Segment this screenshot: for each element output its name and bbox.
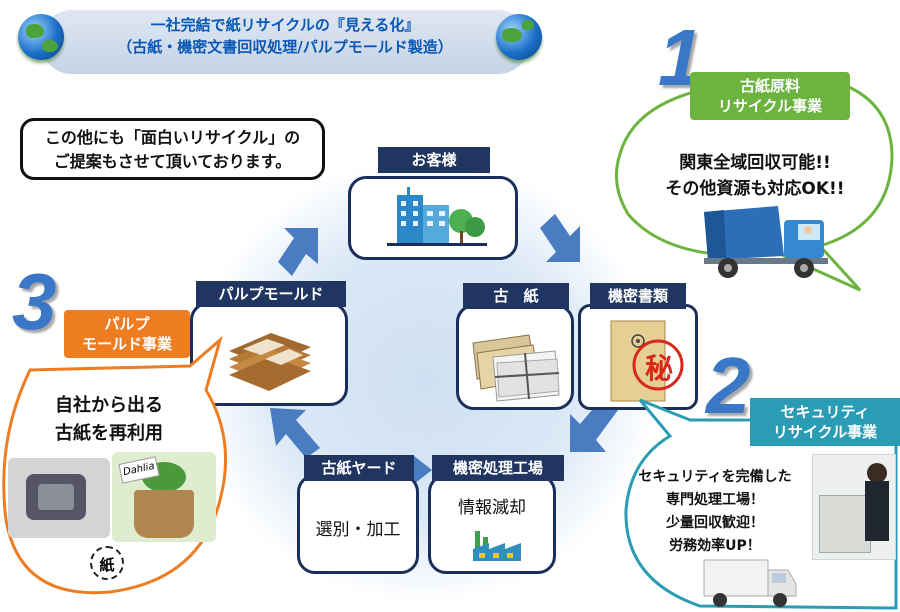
paper-node bbox=[456, 304, 574, 410]
business2-tag-line2: リサイクル事業 bbox=[772, 423, 878, 441]
pulp-packaging-photo bbox=[8, 458, 110, 538]
business3-tag: パルプ モールド事業 bbox=[64, 310, 190, 358]
arrow-confidential-to-plant bbox=[570, 396, 618, 452]
office-building-icon bbox=[387, 187, 487, 246]
business3-line1: 自社から出る bbox=[55, 395, 163, 416]
business2-number: 2 bbox=[706, 341, 751, 430]
business3-tag-line2: モールド事業 bbox=[81, 335, 172, 353]
business3-line2: 古紙を再利用 bbox=[55, 423, 163, 444]
business1-tag-line2: リサイクル事業 bbox=[717, 97, 823, 115]
confidential-label: 機密書類 bbox=[590, 283, 686, 309]
collection-truck-icon bbox=[704, 206, 828, 278]
secret-stamp-icon: 秘 bbox=[644, 352, 673, 385]
envelope-icon bbox=[610, 320, 684, 402]
business1-line2: その他資源も対応OK!! bbox=[665, 179, 845, 199]
paper-bundle-icon bbox=[472, 334, 560, 402]
banner-line-1: 一社完結で紙リサイクルの『見える化』 bbox=[150, 16, 420, 34]
business2-line1: セキュリティを完備した bbox=[638, 469, 792, 485]
yard-text: 選別・加工 bbox=[315, 520, 401, 540]
plant-label: 機密処理工場 bbox=[432, 455, 564, 481]
paper-label: 古 紙 bbox=[463, 283, 569, 309]
banner-line-2: （古紙・機密文書回収処理/パルプモールド製造） bbox=[117, 38, 453, 56]
business2-tag-line1: セキュリティ bbox=[780, 403, 870, 421]
confidential-node: 秘 bbox=[578, 304, 698, 410]
globe-right-icon bbox=[496, 14, 542, 60]
customer-node bbox=[348, 176, 518, 260]
business2-line2: 専門処理工場！ bbox=[666, 492, 764, 508]
yard-node: 選別・加工 bbox=[297, 474, 419, 574]
note-line-2: ご提案もさせて頂いております。 bbox=[53, 152, 292, 171]
delivery-truck-icon bbox=[703, 559, 797, 607]
paper-recycle-icon: 紙 bbox=[90, 546, 124, 580]
business2-line3: 少量回収歓迎！ bbox=[666, 515, 764, 531]
arrow-customer-to-paper bbox=[540, 214, 580, 262]
business2-tag: セキュリティ リサイクル事業 bbox=[750, 398, 900, 446]
arrow-pulp-to-customer bbox=[278, 228, 318, 276]
factory-icon bbox=[473, 531, 521, 561]
title-banner bbox=[40, 10, 530, 74]
business1-line1: 関東全域回収可能!! bbox=[679, 153, 831, 173]
yard-label: 古紙ヤード bbox=[304, 455, 414, 481]
pulp-mold-label: パルプモールド bbox=[196, 281, 346, 307]
business3-tag-line1: パルプ bbox=[104, 315, 150, 333]
arrow-plant-to-yard bbox=[404, 456, 432, 484]
business2-text: セキュリティを完備した 専門処理工場！ 少量回収歓迎！ 労務効率UP！ bbox=[620, 466, 810, 558]
business1-tag-line1: 古紙原料 bbox=[739, 77, 800, 95]
globe-left-icon bbox=[18, 14, 64, 60]
business2-line4: 労務効率UP！ bbox=[669, 538, 761, 554]
business1-tag: 古紙原料 リサイクル事業 bbox=[690, 72, 850, 120]
arrow-yard-to-pulp bbox=[270, 408, 320, 458]
plant-node: 情報滅却 bbox=[428, 474, 556, 574]
business3-text: 自社から出る 古紙を再利用 bbox=[24, 392, 194, 448]
banner-title: 一社完結で紙リサイクルの『見える化』 （古紙・機密文書回収処理/パルプモールド製… bbox=[70, 14, 500, 58]
shred-bin-photo bbox=[812, 454, 896, 560]
note-line-1: この他にも「面白いリサイクル」の bbox=[44, 128, 301, 147]
plant-text: 情報滅却 bbox=[458, 498, 526, 518]
customer-label: お客様 bbox=[378, 147, 490, 173]
pulp-tray-stack-icon bbox=[229, 333, 311, 391]
proposal-note: この他にも「面白いリサイクル」の ご提案もさせて頂いております。 bbox=[20, 118, 325, 180]
business3-number: 3 bbox=[12, 257, 57, 346]
plant-pot-photo: Dahlia bbox=[112, 452, 216, 542]
business1-text: 関東全域回収可能!! その他資源も対応OK!! bbox=[630, 150, 880, 202]
